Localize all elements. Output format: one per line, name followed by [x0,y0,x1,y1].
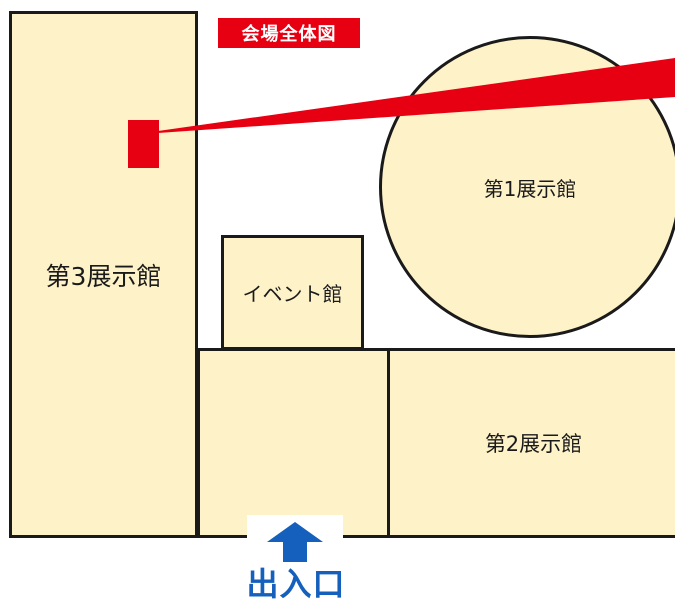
map-title: 会場全体図 [241,24,337,45]
center-hall-block [197,348,390,538]
hall-2-label: 第2展示館 [484,432,583,456]
hall-3-label: 第3展示館 [45,261,162,291]
entrance-label: 出入口 [240,562,352,603]
entrance-label-text: 出入口 [246,565,346,603]
callout-pointer-wedge [158,58,675,133]
arrow-up-icon [267,522,323,562]
event-hall[interactable]: イベント館 [221,235,364,350]
hall-2[interactable]: 第2展示館 [387,348,675,538]
event-hall-label: イベント館 [242,282,343,306]
hall-3[interactable]: 第3展示館 [9,11,198,538]
location-marker[interactable] [128,120,159,168]
hall-1-label: 第1展示館 [483,176,577,201]
map-title-badge: 会場全体図 [218,18,360,48]
